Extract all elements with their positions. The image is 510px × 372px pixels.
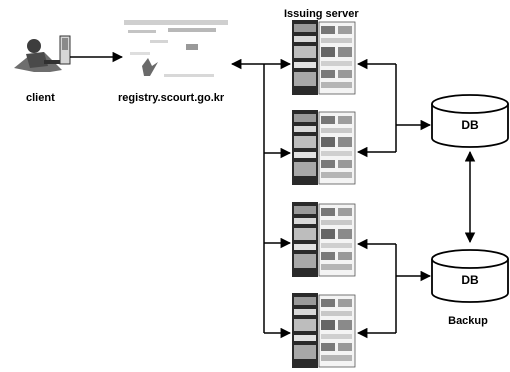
issuing-server-3: [292, 202, 355, 277]
issuing-server-2: [292, 110, 355, 185]
registry-label: registry.scourt.go.kr: [118, 92, 225, 104]
backup-db-label: DB: [461, 273, 479, 287]
backup-label: Backup: [448, 315, 488, 327]
issuing-server-title: Issuing server: [284, 8, 359, 20]
issuing-server-1: [292, 20, 355, 95]
client-figure-icon: [14, 36, 70, 72]
client-label: client: [26, 92, 55, 104]
registry-website-image: [124, 18, 228, 86]
issuing-server-4: [292, 293, 355, 368]
primary-db-label: DB: [461, 118, 479, 132]
